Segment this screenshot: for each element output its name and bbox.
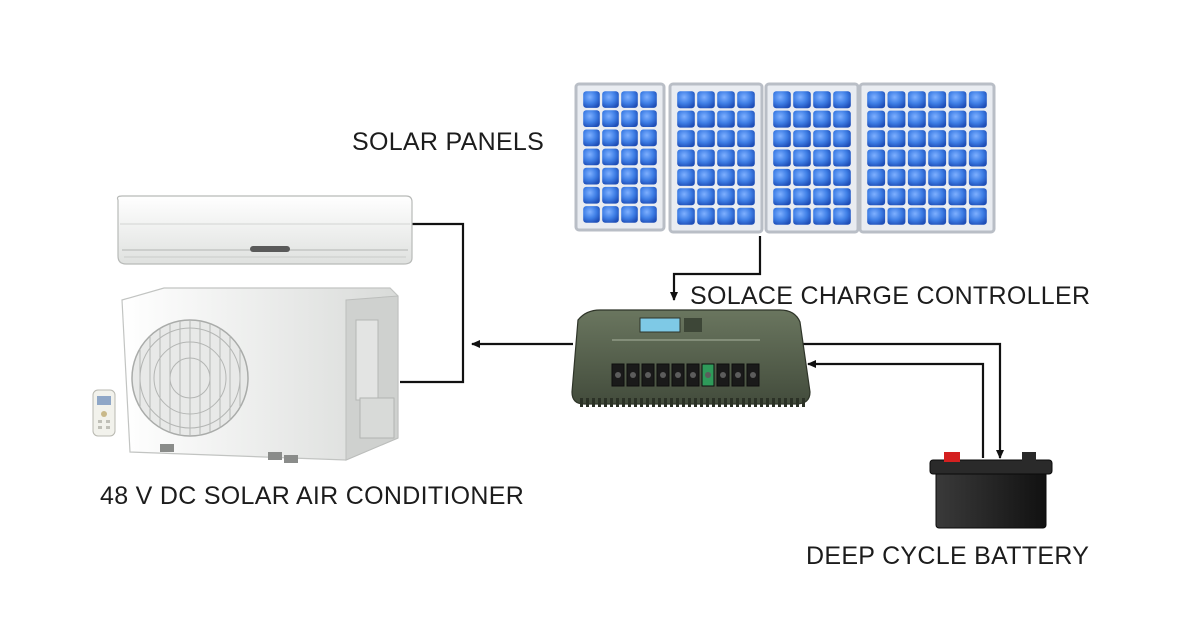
label-charge-controller: SOLACE CHARGE CONTROLLER xyxy=(690,282,1091,310)
controller-lcd xyxy=(639,317,681,333)
wire-controller-to-battery xyxy=(800,342,1004,459)
label-air-conditioner: 48 V DC SOLAR AIR CONDITIONER xyxy=(100,482,525,510)
deep-cycle-battery xyxy=(929,452,1053,529)
remote-control-icon xyxy=(92,389,116,437)
wire-battery-to-controller xyxy=(807,360,985,458)
solar-panels xyxy=(574,82,996,234)
charge-controller xyxy=(571,309,811,407)
wire-panels-to-controller xyxy=(670,236,762,301)
solar-panel xyxy=(574,82,666,232)
label-solar-panels: SOLAR PANELS xyxy=(352,128,545,156)
label-deep-cycle-battery: DEEP CYCLE BATTERY xyxy=(806,542,1090,570)
battery-terminal-positive xyxy=(944,452,960,462)
wire-indoor-unit xyxy=(400,222,465,384)
solar-panel xyxy=(858,82,996,234)
solar-panel xyxy=(764,82,860,234)
ac-outdoor-unit xyxy=(121,287,399,463)
ac-indoor-unit xyxy=(116,195,413,265)
battery-terminal-negative xyxy=(1022,452,1036,462)
solar-panel xyxy=(668,82,764,234)
wiring xyxy=(400,222,1004,459)
